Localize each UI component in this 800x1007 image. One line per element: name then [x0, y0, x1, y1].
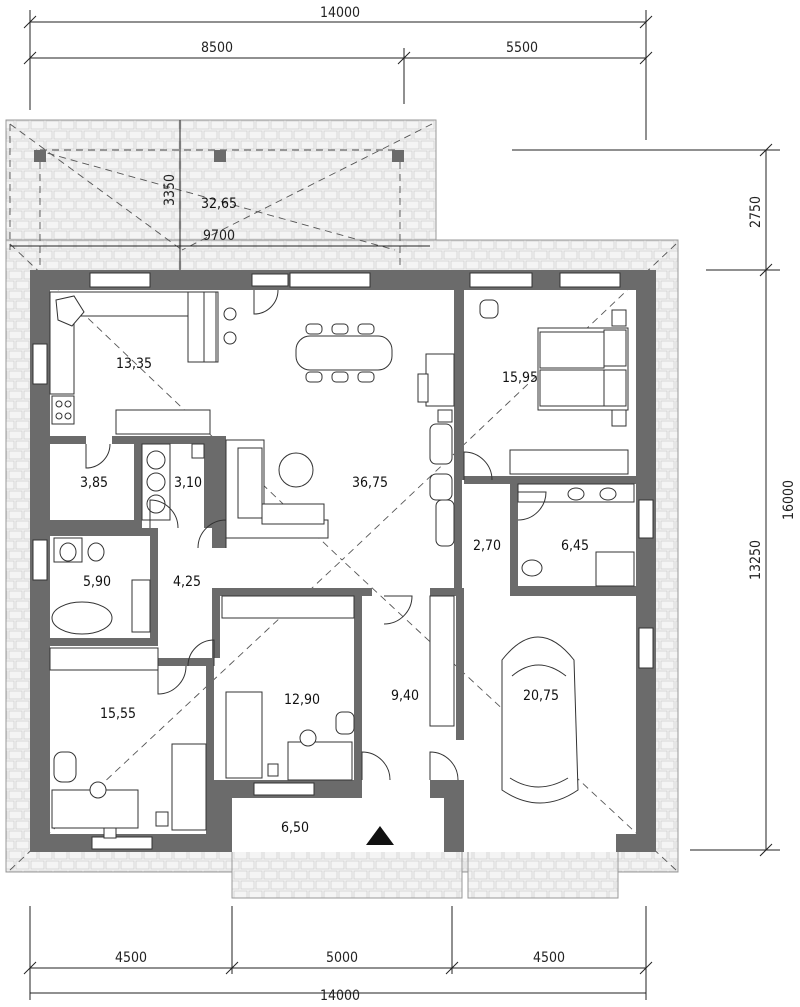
area-hall: 4,25 — [173, 574, 201, 590]
area-bath-w: 5,90 — [83, 574, 111, 590]
dim-bottom-total: 14000 — [320, 988, 360, 1004]
dim-top-right: 5500 — [506, 40, 538, 56]
area-boiler: 3,10 — [174, 475, 202, 491]
interior-walls — [50, 290, 636, 834]
area-kitchen: 13,35 — [116, 356, 152, 372]
terrace-posts — [34, 150, 404, 162]
dim-terrace-width: 9700 — [203, 228, 235, 244]
area-corridor: 9,40 — [391, 688, 419, 704]
area-living: 36,75 — [352, 475, 388, 491]
area-bedroom-mid: 12,90 — [284, 692, 320, 708]
area-bath-ne: 6,45 — [561, 538, 589, 554]
dim-top-left: 8500 — [201, 40, 233, 56]
dim-bottom-left: 4500 — [115, 950, 147, 966]
dim-right-total: 16000 — [781, 480, 797, 520]
dim-bottom-mid: 5000 — [326, 950, 358, 966]
furniture — [49, 291, 635, 845]
dim-bottom-right: 4500 — [533, 950, 565, 966]
area-bedroom-sw: 15,55 — [100, 706, 136, 722]
dim-right-lower: 13250 — [748, 540, 764, 580]
area-terrace: 32,65 — [201, 196, 237, 212]
doors — [85, 289, 547, 781]
dim-top-total: 14000 — [320, 5, 360, 21]
windows — [32, 272, 654, 850]
dim-right-upper: 2750 — [748, 196, 764, 228]
area-hall-small: 2,70 — [473, 538, 501, 554]
dimension-labels: 14000 8500 5500 3350 9700 2750 16000 132… — [115, 5, 797, 1004]
area-garage: 20,75 — [523, 688, 559, 704]
dimension-lines — [10, 10, 780, 1000]
area-pantry: 3,85 — [80, 475, 108, 491]
room-labels: 32,65 13,35 3,85 3,10 36,75 15,95 2,70 6… — [80, 196, 589, 836]
area-entrance: 6,50 — [281, 820, 309, 836]
area-bedroom-ne: 15,95 — [502, 370, 538, 386]
dim-terrace-depth: 3350 — [162, 174, 178, 206]
